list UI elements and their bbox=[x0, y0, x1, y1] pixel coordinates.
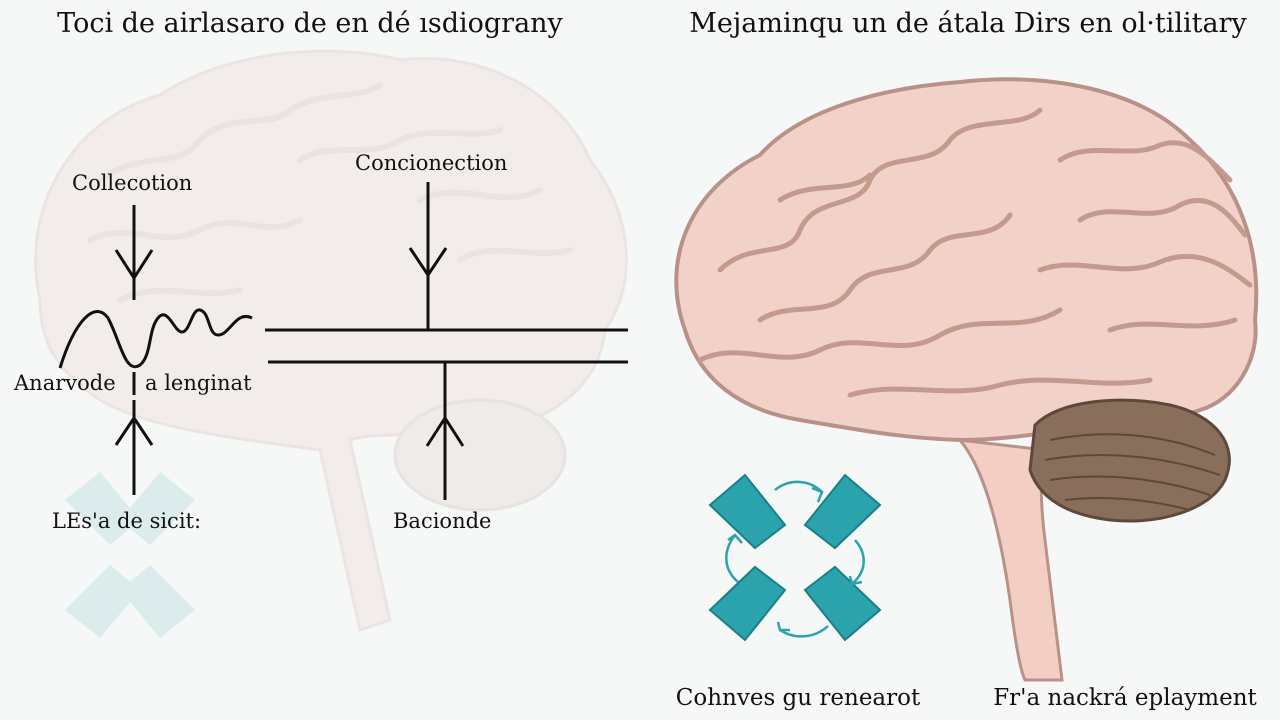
right-title: Mejaminqu un de átala Dirs en ol·tilitar… bbox=[689, 8, 1247, 39]
faded-brain bbox=[34, 49, 628, 632]
faded-recycle-cross-icon bbox=[65, 472, 195, 638]
label-anarvode: Anarvode bbox=[13, 371, 116, 395]
right-panel: Mejaminqu un de átala Dirs en ol·tilitar… bbox=[674, 8, 1259, 711]
label-bacionde: Bacionde bbox=[393, 509, 491, 533]
down-arrow-icon bbox=[408, 182, 448, 330]
label-lenginat: a lenginat bbox=[145, 371, 252, 395]
caption-right: Fr'a nackrá eplayment bbox=[993, 685, 1257, 711]
label-connection: Concionection bbox=[355, 151, 507, 175]
label-basic: LEs'a de sicit: bbox=[52, 509, 201, 533]
recycle-cross-icon bbox=[708, 473, 882, 642]
left-panel: Toci de airlasaro de en dé ısdiograny Co… bbox=[13, 8, 628, 638]
up-arrow-icon bbox=[114, 400, 154, 495]
label-collection: Collecotion bbox=[72, 171, 192, 195]
left-title: Toci de airlasaro de en dé ısdiograny bbox=[57, 8, 563, 39]
caption-left: Cohnves gu renearot bbox=[676, 685, 921, 711]
wave-line bbox=[58, 308, 253, 369]
down-arrow-icon bbox=[114, 205, 154, 300]
brain-illustration bbox=[674, 77, 1259, 682]
up-arrow-icon bbox=[425, 362, 465, 500]
